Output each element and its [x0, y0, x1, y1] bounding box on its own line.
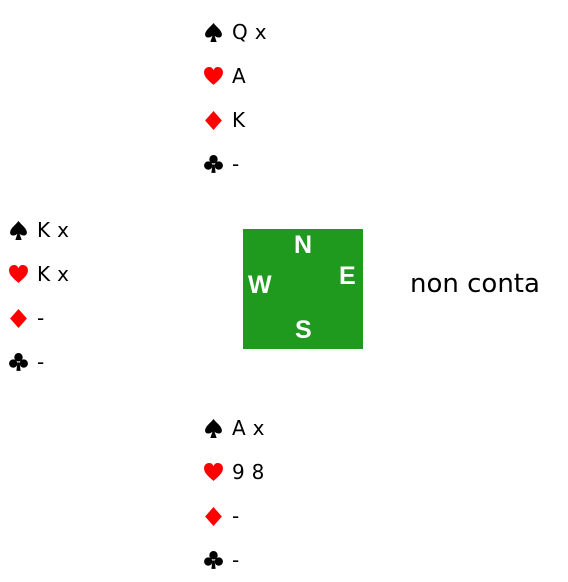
north-clubs-cards: -: [232, 152, 240, 176]
west-spades-row: K x: [8, 208, 168, 252]
heart-icon: [203, 462, 224, 483]
south-hand: A x 9 8 - -: [203, 406, 363, 582]
club-icon: [8, 352, 29, 373]
west-hearts-row: K x: [8, 252, 168, 296]
diamond-icon: [8, 308, 29, 329]
club-icon: [203, 154, 224, 175]
south-spades-cards: A x: [232, 416, 265, 440]
north-spades-cards: Q x: [232, 20, 267, 44]
heart-icon: [203, 66, 224, 87]
spade-icon: [203, 22, 224, 43]
west-clubs-row: -: [8, 340, 168, 384]
north-diamonds-row: K: [203, 98, 363, 142]
south-diamonds-cards: -: [232, 504, 240, 528]
compass-north-label: N: [294, 231, 313, 259]
east-hand-note: non conta: [410, 269, 540, 299]
compass-west-label: W: [248, 271, 272, 299]
heart-icon: [8, 264, 29, 285]
south-spades-row: A x: [203, 406, 363, 450]
south-diamonds-row: -: [203, 494, 363, 538]
north-clubs-row: -: [203, 142, 363, 186]
compass-table: N W E S: [243, 229, 363, 349]
west-diamonds-row: -: [8, 296, 168, 340]
club-icon: [203, 550, 224, 571]
spade-icon: [8, 220, 29, 241]
west-hand: K x K x - -: [8, 208, 168, 384]
west-diamonds-cards: -: [37, 306, 45, 330]
north-hearts-row: A: [203, 54, 363, 98]
spade-icon: [203, 418, 224, 439]
compass-south-label: S: [295, 316, 312, 344]
south-hearts-cards: 9 8: [232, 460, 265, 484]
compass-east-label: E: [339, 262, 356, 290]
west-clubs-cards: -: [37, 350, 45, 374]
west-hearts-cards: K x: [37, 262, 70, 286]
south-clubs-row: -: [203, 538, 363, 582]
west-spades-cards: K x: [37, 218, 70, 242]
south-clubs-cards: -: [232, 548, 240, 572]
north-spades-row: Q x: [203, 10, 363, 54]
diamond-icon: [203, 110, 224, 131]
south-hearts-row: 9 8: [203, 450, 363, 494]
north-diamonds-cards: K: [232, 108, 246, 132]
north-hearts-cards: A: [232, 64, 246, 88]
north-hand: Q x A K -: [203, 10, 363, 186]
diamond-icon: [203, 506, 224, 527]
